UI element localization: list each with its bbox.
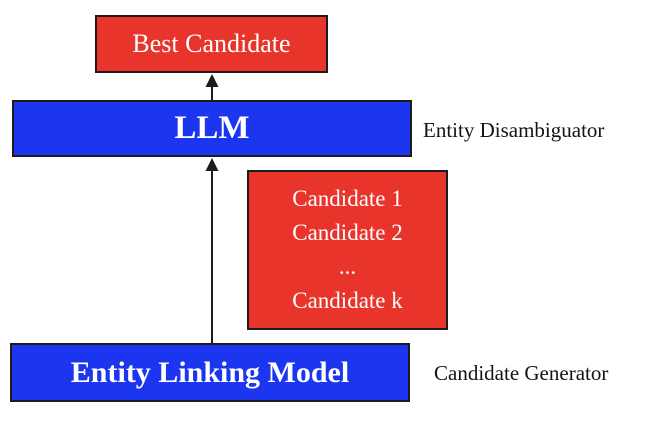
- entity-disambiguator-label: Entity Disambiguator: [423, 118, 605, 142]
- arrow-elm-to-llm: [205, 158, 219, 343]
- entity-linking-model-box: Entity Linking Model: [10, 343, 410, 402]
- candidate-generator-label: Candidate Generator: [434, 361, 609, 385]
- best-candidate-label: Best Candidate: [132, 29, 291, 58]
- llm-box: LLM: [12, 100, 412, 157]
- candidate-line-1: Candidate 1: [292, 186, 403, 211]
- best-candidate-box: Best Candidate: [95, 15, 328, 73]
- entity-linking-model-label: Entity Linking Model: [70, 355, 350, 389]
- candidates-ellipsis: ...: [338, 254, 357, 279]
- candidates-box: Candidate 1 Candidate 2 ... Candidate k: [247, 170, 448, 330]
- candidate-line-2: Candidate 2: [292, 220, 403, 245]
- llm-label: LLM: [174, 110, 250, 146]
- arrow-llm-to-best-candidate: [205, 74, 219, 100]
- candidate-line-k: Candidate k: [292, 288, 403, 313]
